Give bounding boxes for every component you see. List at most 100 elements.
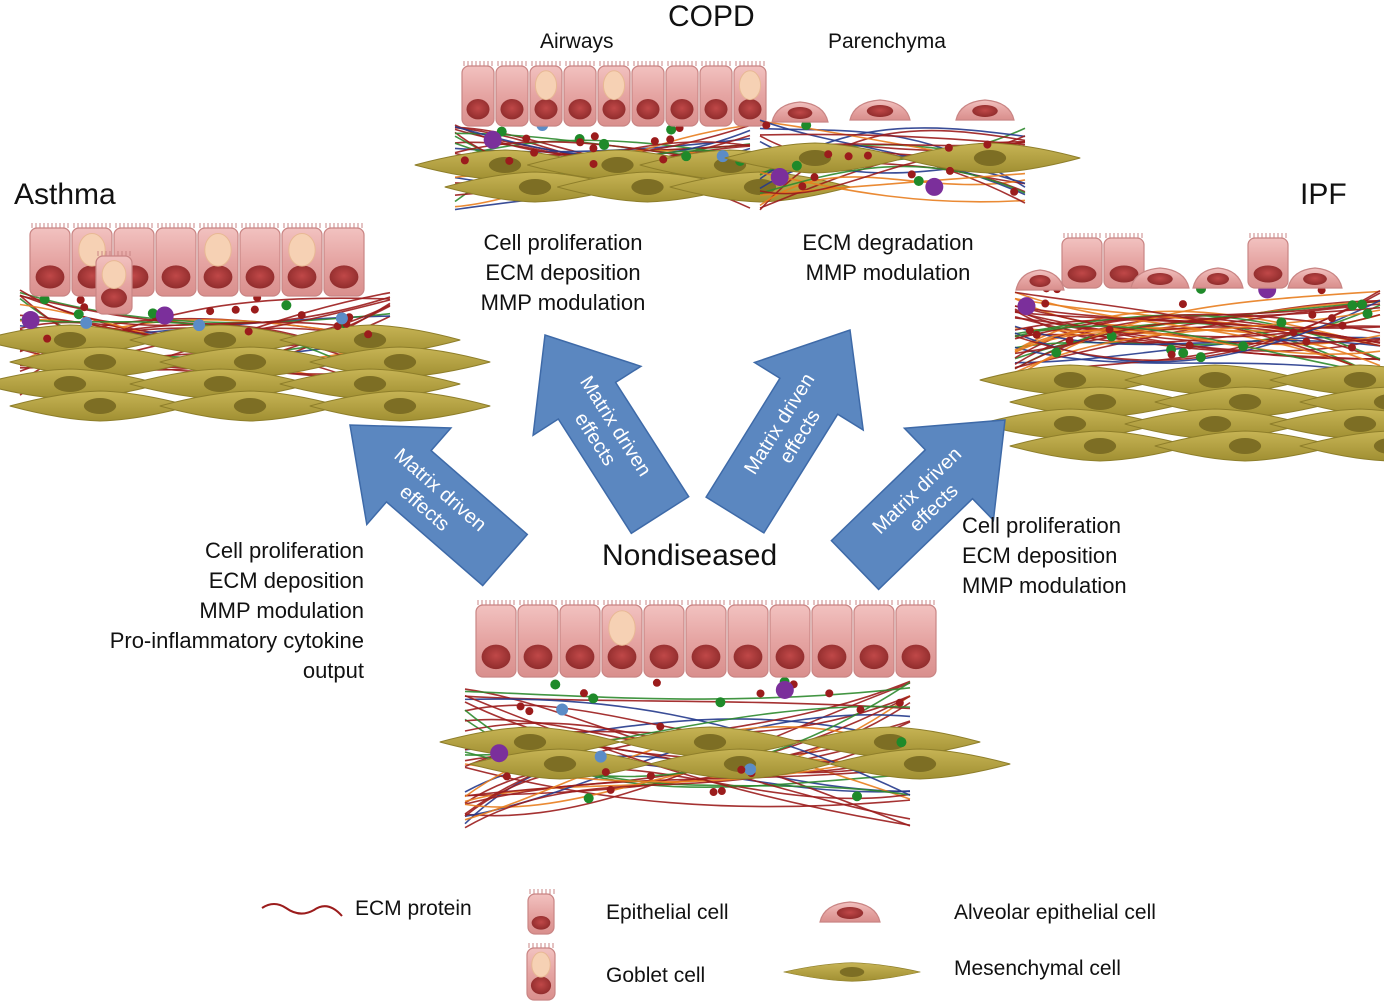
matrix-molecule	[1327, 314, 1336, 323]
legend-alveolar-epithelial-cell-icon	[819, 901, 881, 923]
matrix-molecule	[1041, 299, 1050, 308]
matrix-molecule	[1347, 343, 1356, 352]
matrix-molecule	[594, 750, 607, 763]
matrix-molecule	[791, 160, 802, 171]
epithelial-cell	[155, 223, 197, 297]
copd-parenchyma-tissue	[724, 99, 1081, 211]
matrix-molecule	[1178, 347, 1189, 358]
alveolar-epithelial-cell	[1287, 267, 1343, 289]
matrix-molecule	[907, 170, 916, 179]
matrix-molecule	[490, 744, 509, 763]
ecm-fiber	[1014, 313, 1381, 340]
airways-label: Airways	[540, 30, 614, 53]
matrix-molecule	[944, 143, 953, 152]
effect-line: MMP modulation	[962, 573, 1127, 598]
matrix-molecule	[801, 120, 812, 131]
effect-line: ECM degradation	[802, 230, 974, 255]
tissue-layers	[0, 61, 1384, 829]
matrix-molecule	[1106, 331, 1117, 342]
epithelial-cell	[1061, 233, 1103, 289]
matrix-molecule	[333, 322, 342, 331]
matrix-molecule	[1289, 328, 1298, 337]
asthma-title: Asthma	[14, 178, 116, 211]
matrix-molecule	[550, 679, 561, 690]
legend-goblet-cell-label: Goblet cell	[606, 964, 706, 987]
matrix-molecule	[335, 312, 348, 325]
matrix-molecule	[1238, 341, 1249, 352]
matrix-molecule	[1032, 330, 1041, 339]
epithelial-cell	[853, 600, 895, 678]
matrix-molecule	[281, 300, 292, 311]
alveolar-epithelial-cell	[1192, 267, 1244, 289]
matrix-molecule	[652, 678, 661, 687]
epithelial-cell	[475, 600, 517, 678]
matrix-molecule	[231, 305, 240, 314]
matrix-molecule	[206, 307, 215, 316]
matrix-molecule	[1347, 300, 1358, 311]
matrix-molecule	[589, 144, 598, 153]
epithelial-cell	[563, 61, 597, 127]
ecm-fiber	[1014, 325, 1381, 347]
matrix-molecule	[1167, 350, 1176, 359]
matrix-molecule	[80, 303, 89, 312]
matrix-molecule	[659, 155, 668, 164]
epithelial-cell	[239, 223, 281, 297]
matrix-molecule	[666, 124, 677, 135]
matrix-molecule	[1302, 337, 1311, 346]
effect-line: Cell proliferation	[483, 230, 643, 255]
matrix-molecule	[852, 791, 863, 802]
epithelial-cell	[643, 600, 685, 678]
epithelial-cell	[517, 600, 559, 678]
matrix-molecule	[155, 306, 174, 325]
matrix-molecule	[21, 311, 40, 330]
ecm-fiber	[464, 728, 911, 829]
matrix-molecule	[1308, 310, 1317, 319]
matrix-molecule	[1017, 297, 1036, 316]
matrix-molecule	[798, 182, 807, 191]
matrix-molecule	[863, 151, 872, 160]
ecm-fiber	[1014, 303, 1381, 369]
epithelial-cell	[1103, 233, 1145, 289]
epithelial-cell	[685, 600, 727, 678]
matrix-molecule	[1357, 299, 1368, 310]
effect-line: MMP modulation	[805, 260, 971, 285]
matrix-molecule	[483, 130, 502, 149]
matrix-molecule	[925, 177, 944, 196]
matrix-molecule	[856, 705, 865, 714]
nondiseased-title: Nondiseased	[602, 539, 778, 572]
epithelial-cell	[29, 223, 71, 297]
ecm-fiber	[1014, 329, 1381, 355]
ecm-fiber	[19, 291, 391, 324]
parenchyma-label: Parenchyma	[828, 30, 946, 53]
matrix-molecule	[297, 311, 306, 320]
legend-glyphs	[261, 889, 921, 1001]
effect-line: ECM deposition	[962, 543, 1118, 568]
matrix-molecule	[588, 693, 599, 704]
epithelial-cell	[727, 600, 769, 678]
epithelial-cell	[811, 600, 853, 678]
matrix-molecule	[1276, 317, 1287, 328]
matrix-molecule	[650, 137, 659, 146]
matrix-molecule	[147, 308, 158, 319]
alveolar-epithelial-cell	[849, 99, 911, 121]
copd-parenchyma-effects: ECM degradation MMP modulation	[782, 228, 994, 288]
copd-airways-tissue	[414, 61, 851, 211]
matrix-molecule	[525, 707, 534, 716]
matrix-molecule	[80, 316, 93, 329]
matrix-molecule	[193, 319, 206, 332]
matrix-molecule	[656, 722, 665, 731]
matrix-molecule	[825, 689, 834, 698]
alveolar-epithelial-cell	[819, 901, 881, 923]
legend-ecm-protein-label: ECM protein	[355, 897, 472, 920]
goblet-cell	[597, 61, 631, 127]
matrix-molecule	[715, 697, 726, 708]
ipf-tissue	[979, 233, 1384, 462]
goblet-cell	[526, 943, 556, 1001]
matrix-molecule	[502, 772, 511, 781]
legend-epithelial-cell-label: Epithelial cell	[606, 901, 729, 924]
matrix-molecule	[824, 150, 833, 159]
alveolar-epithelial-cell	[1015, 269, 1065, 291]
ecm-fiber	[1014, 325, 1381, 376]
